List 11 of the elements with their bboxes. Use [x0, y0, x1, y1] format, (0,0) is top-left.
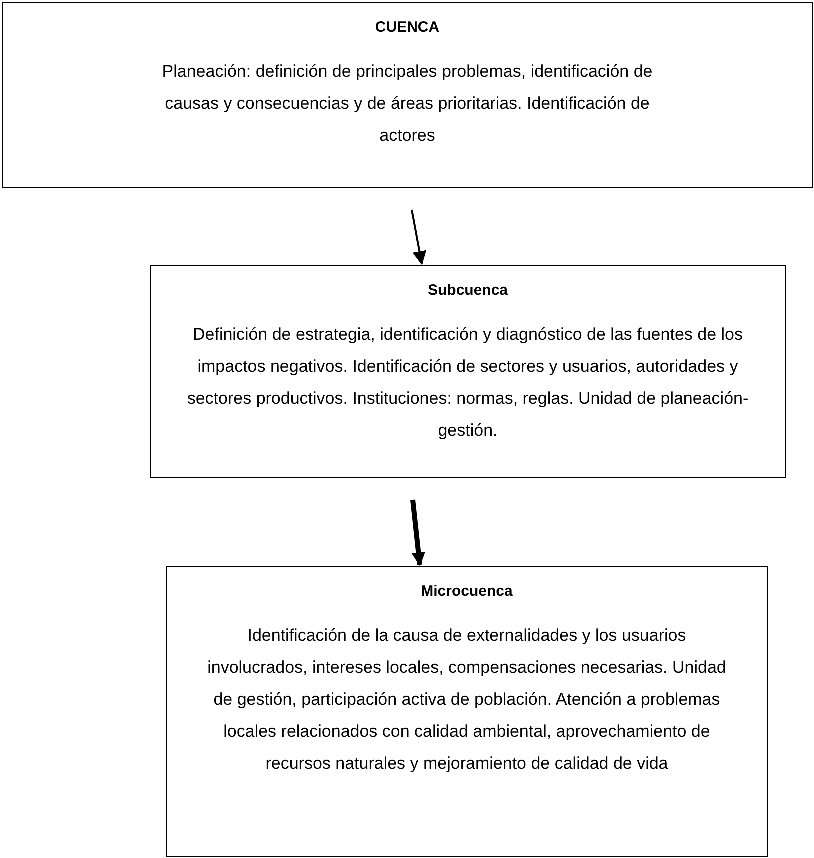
process-box [150, 265, 786, 478]
arrow [410, 500, 426, 566]
box-description: Identificación de la causa de externalidades y los usuarios involucrados, intereses locales, compensaciones necesarias. Unidad de gestión, participación activa de población. Atención a problemas locales relacionados con calidad ambiental, aprovechamiento de recursos naturales y mejoramiento de calidad de vida [206, 625, 728, 775]
box-heading: CUENCA [375, 19, 440, 36]
box-description: Definición de estrategia, identificación y diagnóstico de las fuentes de los impactos negativos. Identificación de sectores y usuarios, autoridades y sectores productivos. Instituciones: normas, reglas. Unidad de planeación-gestión. [186, 324, 750, 442]
process-box [166, 566, 768, 857]
box-description: Planeación: definición de principales problemas, identificación de causas y consecuencias y de áreas prioritarias. Identificación de actores [161, 61, 654, 147]
arrow [411, 210, 427, 266]
box-heading: Subcuenca [428, 282, 508, 299]
process-box [2, 2, 813, 188]
box-heading: Microcuenca [421, 583, 513, 600]
